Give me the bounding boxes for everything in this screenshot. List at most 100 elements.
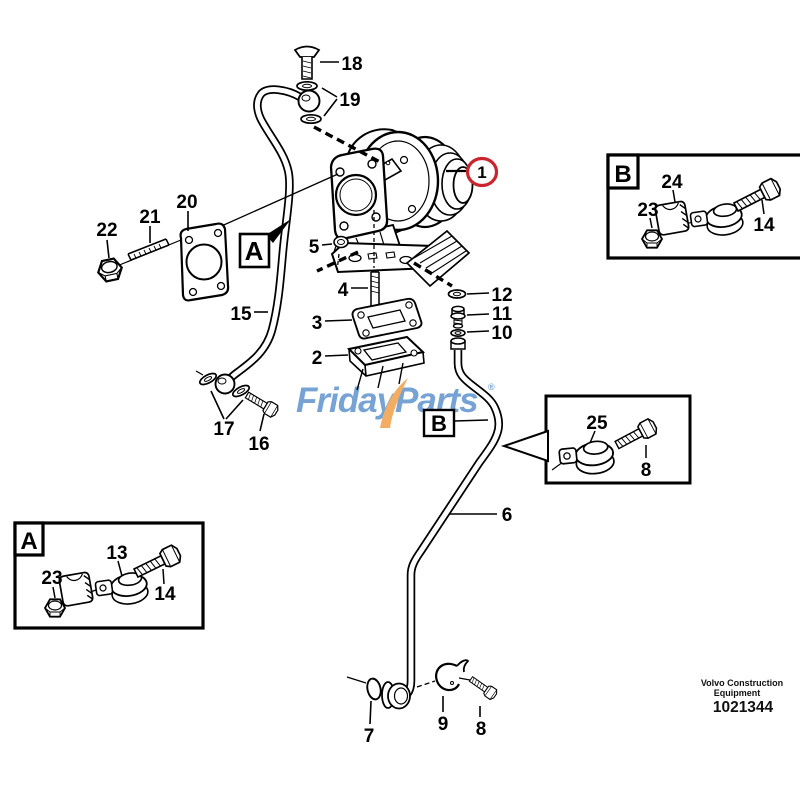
callout-2: 2: [312, 348, 323, 369]
callout-9: 9: [438, 714, 449, 735]
gasket-20: [179, 222, 230, 302]
detail-box-clamp-25: 25 8: [500, 394, 692, 485]
leader-5: [321, 243, 333, 246]
washer-12: [447, 289, 467, 299]
leader-19: [321, 87, 338, 117]
detail-view-b-label: B: [614, 161, 631, 188]
o-ring-7: [366, 677, 382, 701]
leader-12: [466, 292, 490, 295]
bolt-16: [242, 388, 281, 420]
callout-22: 22: [96, 220, 117, 241]
nut-22: [95, 256, 125, 284]
stud-4: [370, 271, 380, 307]
callout-4: 4: [338, 280, 349, 301]
exhaust-inlet-flange: [329, 147, 389, 240]
connector-11: [450, 305, 466, 329]
leader-13: [117, 560, 123, 577]
callout-8-detail: 8: [641, 460, 652, 481]
banjo-ball-pipe-15: [214, 373, 236, 395]
callout-13: 13: [106, 543, 127, 564]
callout-6: 6: [502, 505, 513, 526]
leader-22: [106, 239, 110, 259]
callout-15: 15: [230, 304, 252, 325]
line-to-o-ring: [346, 676, 367, 684]
leader-24: [672, 189, 676, 203]
bolt-8-bottom: [467, 673, 500, 702]
callout-leaders: [106, 61, 497, 725]
leader-3: [324, 319, 353, 322]
dashed-pipe-to-clip: [416, 680, 436, 688]
nut-23-a: [44, 598, 66, 618]
pointer-arrow-icon: [266, 219, 291, 243]
callout-14-b: 14: [753, 215, 775, 236]
line-clip-to-bolt: [458, 677, 471, 681]
detail-view-a-label: A: [20, 528, 37, 555]
watermark: FridayParts ®: [296, 378, 495, 428]
leader-2: [324, 354, 349, 357]
callout-16: 16: [248, 434, 269, 455]
callout-5: 5: [309, 237, 320, 258]
detail-pointer-b-label: B: [431, 411, 447, 436]
callout-20: 20: [176, 192, 197, 213]
callout-24: 24: [661, 172, 683, 193]
callout-19: 19: [339, 90, 360, 111]
rubber-block-a: [57, 570, 95, 608]
leader-7: [369, 700, 372, 725]
leader-11: [466, 313, 490, 316]
callout-17: 17: [213, 419, 234, 440]
gasket-3: [351, 297, 423, 340]
washers-17: [198, 372, 251, 398]
bolt-18: [293, 45, 321, 80]
callout-18: 18: [341, 54, 362, 75]
callout-numbers: 18 19 22 21 20 15 5 4 3 2 12 11 10 17 16…: [96, 54, 512, 747]
leader-14-b: [761, 199, 765, 215]
callout-14-a: 14: [154, 584, 176, 605]
line-gasket-to-flange: [207, 173, 339, 233]
leader-16: [259, 413, 265, 432]
oil-supply-pipe-6: [386, 350, 503, 705]
callout-3: 3: [312, 313, 323, 334]
banjo-ball: [297, 89, 321, 113]
break-lines: [356, 362, 404, 391]
leader-23-a: [52, 586, 56, 599]
stud-21: [127, 238, 170, 261]
detail-view-a: A 23 13 14: [13, 521, 205, 630]
footer-brand: Volvo Construction Equipment 1021344: [701, 678, 783, 716]
footer-document-number: 1021344: [713, 699, 774, 716]
footer-company-line1: Volvo Construction: [701, 678, 783, 688]
callout-8-bottom: 8: [476, 719, 487, 740]
callout-7: 7: [364, 726, 375, 747]
highlighted-callout-1: 1: [465, 156, 499, 188]
grommet: [381, 681, 411, 710]
connection-flange-2: [346, 335, 426, 391]
oil-return-pipe-15: [221, 85, 303, 387]
callout-1: 1: [477, 163, 486, 182]
turbocharger: [329, 128, 474, 288]
watermark-registered-mark: ®: [488, 382, 495, 392]
leader-23-b: [649, 217, 653, 229]
callout-23-b: 23: [637, 200, 658, 221]
heat-shield-ribs: [405, 229, 471, 288]
watermark-swoosh-icon: [380, 378, 408, 428]
callout-10: 10: [491, 323, 512, 344]
callout-23-a: 23: [41, 568, 62, 589]
leader-10: [466, 330, 490, 333]
callout-11: 11: [492, 304, 513, 325]
clip-9: [435, 659, 470, 692]
pipe-end-fitting: [450, 337, 466, 350]
detail-pointer-a-label: A: [245, 236, 264, 266]
banjo-fitting-19: [296, 80, 322, 125]
detail-pointer-b: B: [422, 408, 489, 438]
washer-10: [450, 328, 466, 337]
assembly-dashed-lines: [313, 125, 453, 288]
plug-5: [333, 235, 349, 253]
detail-pointer-a: A: [238, 219, 291, 269]
leader-25: [589, 430, 596, 444]
detail-box-pointer-icon: [500, 429, 549, 463]
detail-view-b: B 23 24 14: [606, 153, 800, 260]
callout-circle-icon: [465, 156, 499, 188]
callout-25: 25: [586, 413, 608, 434]
footer-company-line2: Equipment: [714, 688, 761, 698]
